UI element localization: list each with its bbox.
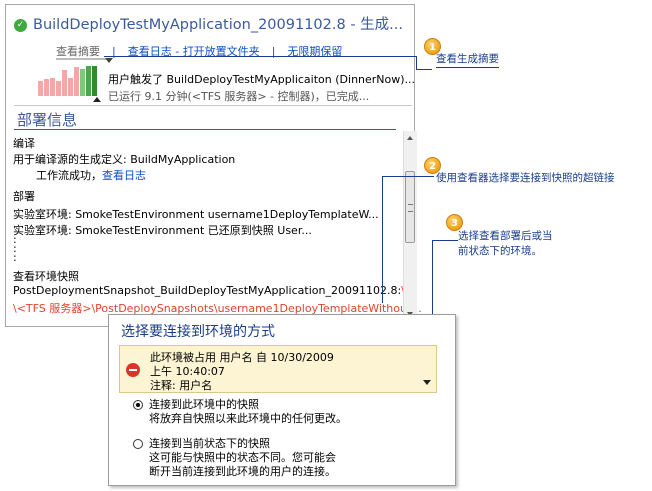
link-separator: | [271, 45, 276, 58]
warning-in-use-text: 此环境被占用 用户名 自 10/30/2009 [150, 351, 334, 364]
active-tab-underline [56, 58, 110, 60]
deployment-info-title: 部署信息 [17, 111, 78, 129]
build-view-links: 查看摘要 | 查看日志 - 打开放置文件夹 | 无限期保留 [56, 43, 342, 59]
build-history-bar[interactable] [86, 66, 91, 96]
snapshot-name: PostDeploymentSnapshot_BuildDeployTestMy… [13, 284, 402, 297]
callout-1-leader [416, 56, 417, 69]
callout-2-badge: 2 [424, 157, 441, 174]
compile-header: 编译 [13, 137, 35, 150]
build-history-bar[interactable] [62, 70, 67, 96]
callout-1-leader [416, 69, 432, 70]
callout-2-text: 使用查看器选择要连接到快照的超链接 [436, 172, 615, 184]
success-check-icon: ✓ [14, 19, 27, 32]
warning-time-text: 上午 10:40:07 [150, 365, 225, 378]
link-retain-indefinitely[interactable]: 无限期保留 [287, 45, 343, 58]
callout-3-text-line2: 前状态下的环境。 [458, 245, 542, 257]
build-run-summary: 已运行 9.1 分钟(<TFS 服务器> - 控制器)，已完成... [108, 90, 370, 103]
callout-1-text: 查看生成摘要 [436, 51, 499, 68]
deploy-restore-line: 实验室环境: SmokeTestEnvironment 已还原到快照 User.… [13, 224, 312, 237]
dialog-title: 选择要连接到环境的方式 [121, 324, 275, 340]
tab-view-summary[interactable]: 查看摘要 [56, 45, 100, 58]
build-history-bar[interactable] [74, 67, 79, 96]
workflow-status-text: 工作流成功， [36, 169, 102, 182]
radio-connect-current-state[interactable] [133, 439, 143, 449]
build-title-row: ✓ BuildDeployTestMyApplication_20091102.8… [14, 13, 414, 35]
build-history-chart [38, 66, 98, 96]
callout-1-leader [104, 56, 416, 57]
link-compile-log[interactable]: 查看日志 [102, 169, 146, 182]
vertical-scrollbar[interactable] [403, 131, 417, 321]
stop-icon [126, 363, 140, 377]
section-rule [14, 129, 396, 130]
option-current-description-2: 断开当前连接到此环境的用户的连接。 [149, 465, 336, 478]
ellipsis-dot: : [13, 242, 17, 255]
connect-environment-dialog: 选择要连接到环境的方式 此环境被占用 用户名 自 10/30/2009 上午 1… [108, 314, 456, 486]
radio-connect-snapshot[interactable] [133, 400, 143, 410]
link-separator: | [112, 45, 116, 58]
callout-2-leader [382, 176, 383, 303]
build-history-bar[interactable] [38, 81, 43, 96]
link-separator: - [171, 45, 183, 58]
link-open-drop-folder[interactable]: 打开放置文件夹 [182, 45, 260, 58]
compile-definition: 用于编译源的生成定义: BuildMyApplication [13, 153, 236, 166]
callout-3-leader [432, 240, 433, 316]
active-tab-pointer-icon [105, 58, 113, 63]
warning-comment-text: 注释: 用户名 [150, 379, 213, 392]
option-snapshot-label[interactable]: 连接到此环境中的快照 [149, 398, 259, 411]
ellipsis-dot: : [13, 233, 17, 246]
build-history-bar[interactable] [44, 79, 49, 96]
build-history-bar[interactable] [56, 81, 61, 96]
scrollbar-thumb[interactable] [405, 171, 415, 243]
build-history-bar[interactable] [68, 78, 73, 96]
link-view-log[interactable]: 查看日志 [127, 45, 172, 58]
environment-in-use-warning[interactable]: 此环境被占用 用户名 自 10/30/2009 上午 10:40:07 注释: … [119, 345, 437, 393]
callout-1-badge: 1 [424, 38, 441, 55]
deploy-environment-line: 实验室环境: SmokeTestEnvironment username1Dep… [13, 208, 379, 221]
build-history-bar[interactable] [50, 78, 55, 96]
callout-2-leader [382, 176, 434, 177]
option-current-description-1: 这可能与快照中的状态不同。您可能会 [149, 451, 336, 464]
option-current-label[interactable]: 连接到当前状态下的快照 [149, 437, 270, 450]
build-details-panel: ✓ BuildDeployTestMyApplication_20091102.8… [5, 4, 422, 327]
build-history-bar[interactable] [80, 69, 85, 96]
scroll-up-arrow-icon[interactable] [404, 131, 417, 145]
divider [14, 105, 412, 106]
build-title[interactable]: BuildDeployTestMyApplication_20091102.8 … [33, 17, 403, 33]
callout-3-leader [432, 240, 458, 241]
snapshot-header: 查看环境快照 [13, 270, 79, 283]
chevron-down-icon[interactable] [423, 380, 431, 385]
compile-status: 工作流成功，查看日志 [36, 167, 146, 183]
ellipsis-dot: : [13, 251, 17, 264]
build-trigger-summary: 用户触发了 BuildDeployTestMyApplicaiton (Dinn… [108, 73, 416, 86]
option-snapshot-description: 将放弃自快照以来此环境中的任何更改。 [149, 412, 347, 425]
current-build-pointer-icon [93, 97, 101, 102]
scrollbar-grip-icon [408, 204, 413, 212]
build-history-bar[interactable] [92, 66, 97, 96]
snapshot-path-link[interactable]: \<TFS 服务器>\PostDeploySnapshots\username1… [13, 302, 422, 315]
deploy-header: 部署 [13, 190, 35, 203]
snapshot-name-line: PostDeploymentSnapshot_BuildDeployTestMy… [13, 284, 405, 297]
callout-3-badge: 3 [446, 214, 463, 231]
callout-3-text-line1: 选择查看部署后或当 [458, 230, 553, 242]
